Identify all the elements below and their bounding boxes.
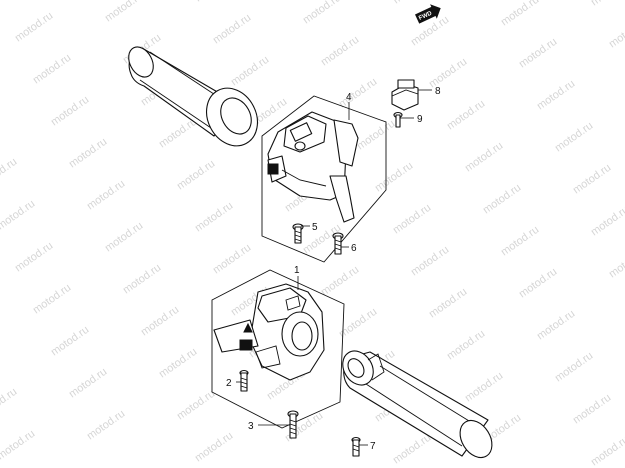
- watermark-text: motod.ru: [13, 10, 55, 45]
- watermark-text: motod.ru: [355, 118, 397, 153]
- watermark-text: motod.ru: [445, 328, 487, 363]
- watermark-text: motod.ru: [67, 366, 109, 401]
- right-switch-assembly-box: [211, 269, 345, 429]
- watermark-text: motod.ru: [193, 0, 235, 4]
- watermark-text: motod.ru: [139, 304, 181, 339]
- watermark-text: motod.ru: [499, 0, 541, 28]
- watermark-text: motod.ru: [175, 388, 217, 423]
- callout-7-label: 7: [370, 441, 376, 452]
- fwd-label: FWD: [418, 10, 434, 21]
- callout-1-label: 1: [294, 265, 300, 276]
- watermark-text: motod.ru: [517, 266, 559, 301]
- screw-5: [292, 223, 304, 244]
- watermark-text: motod.ru: [103, 0, 145, 24]
- left-grip: [128, 46, 258, 147]
- watermark-text: motod.ru: [85, 178, 127, 213]
- fwd-direction-badge: FWD: [415, 4, 441, 24]
- watermark-text: motod.ru: [409, 244, 451, 279]
- watermark-text: motod.ru: [481, 182, 523, 217]
- callout-9-label: 9: [417, 114, 423, 125]
- callout-9: 9: [400, 114, 423, 125]
- callout-2: 2: [226, 378, 241, 389]
- callout-6-label: 6: [351, 243, 357, 254]
- watermark-text: motod.ru: [85, 408, 127, 443]
- left-handlebar-switch: [267, 111, 359, 223]
- watermark-text: motod.ru: [517, 36, 559, 71]
- watermark-text: motod.ru: [571, 162, 613, 197]
- watermark-text: motod.ru: [175, 158, 217, 193]
- callout-3: 3: [248, 421, 290, 432]
- callout-8: 8: [418, 86, 441, 97]
- callout-6: 6: [341, 243, 357, 254]
- watermark-text: motod.ru: [49, 324, 91, 359]
- watermark-text: motod.ru: [463, 140, 505, 175]
- screw-7: [351, 436, 361, 457]
- watermark-text: motod.ru: [337, 76, 379, 111]
- watermark-text: motod.ru: [193, 430, 235, 465]
- watermark-text: motod.ru: [409, 14, 451, 49]
- watermark-text: motod.ru: [31, 282, 73, 317]
- throttle-grip: [342, 350, 493, 459]
- watermark-text: motod.ru: [445, 98, 487, 133]
- right-handlebar-switch: [213, 283, 325, 381]
- watermark-text: motod.ru: [0, 386, 19, 421]
- watermark-text: motod.ru: [319, 34, 361, 69]
- watermark-text: motod.ru: [0, 0, 37, 2]
- watermark-text: motod.ru: [31, 52, 73, 87]
- watermark-text: motod.ru: [301, 0, 343, 26]
- watermark-text: motod.ru: [463, 370, 505, 405]
- watermark-text: motod.ru: [157, 346, 199, 381]
- watermark-text: motod.ru: [103, 220, 145, 255]
- watermark-text: motod.ru: [427, 286, 469, 321]
- callout-5: 5: [301, 222, 318, 233]
- watermark-text: motod.ru: [535, 308, 577, 343]
- watermark-text: motod.ru: [589, 0, 625, 8]
- watermark-text: motod.ru: [589, 204, 625, 239]
- watermark-text: motod.ru: [553, 120, 595, 155]
- watermark-text: motod.ru: [571, 392, 613, 427]
- watermark-text: motod.ru: [49, 94, 91, 129]
- screw-2: [239, 369, 249, 392]
- watermark-text: motod.ru: [211, 12, 253, 47]
- watermark-text: motod.ru: [499, 224, 541, 259]
- watermark-text: motod.ru: [427, 56, 469, 91]
- callout-2-label: 2: [226, 378, 232, 389]
- watermark-text: motod.ru: [0, 114, 1, 149]
- callout-1: 1: [294, 265, 300, 290]
- callout-4-label: 4: [346, 92, 352, 103]
- watermark-text: motod.ru: [553, 350, 595, 385]
- watermark-text: motod.ru: [0, 156, 19, 191]
- watermark-text: motod.ru: [391, 0, 433, 6]
- watermark-text: motod.ru: [607, 16, 625, 51]
- watermark-text: motod.ru: [67, 136, 109, 171]
- watermark-text: motod.ru: [0, 198, 37, 233]
- callout-3-label: 3: [248, 421, 254, 432]
- watermark-text: motod.ru: [229, 54, 271, 89]
- screw-3: [287, 410, 299, 439]
- watermark-text: motod.ru: [121, 262, 163, 297]
- watermark-text: motod.ru: [607, 246, 625, 281]
- watermark-text: motod.ru: [0, 428, 37, 463]
- left-switch-assembly-box: [261, 95, 387, 263]
- watermark-text: motod.ru: [391, 432, 433, 467]
- screw-6: [332, 232, 344, 255]
- watermark-text: motod.ru: [535, 78, 577, 113]
- screw-9: [393, 111, 403, 128]
- watermark-text: motod.ru: [589, 434, 625, 468]
- watermark-text: motod.ru: [13, 240, 55, 275]
- callout-4: 4: [346, 92, 352, 120]
- watermark-text: motod.ru: [211, 242, 253, 277]
- watermark-text: motod.ru: [391, 202, 433, 237]
- watermark-text: motod.ru: [0, 344, 1, 379]
- callout-5-label: 5: [312, 222, 318, 233]
- watermark-text: motod.ru: [193, 200, 235, 235]
- watermark-text: motod.ru: [373, 160, 415, 195]
- small-switch: [391, 79, 419, 111]
- watermark-text: motod.ru: [319, 264, 361, 299]
- callout-7: 7: [359, 441, 376, 452]
- callout-8-label: 8: [435, 86, 441, 97]
